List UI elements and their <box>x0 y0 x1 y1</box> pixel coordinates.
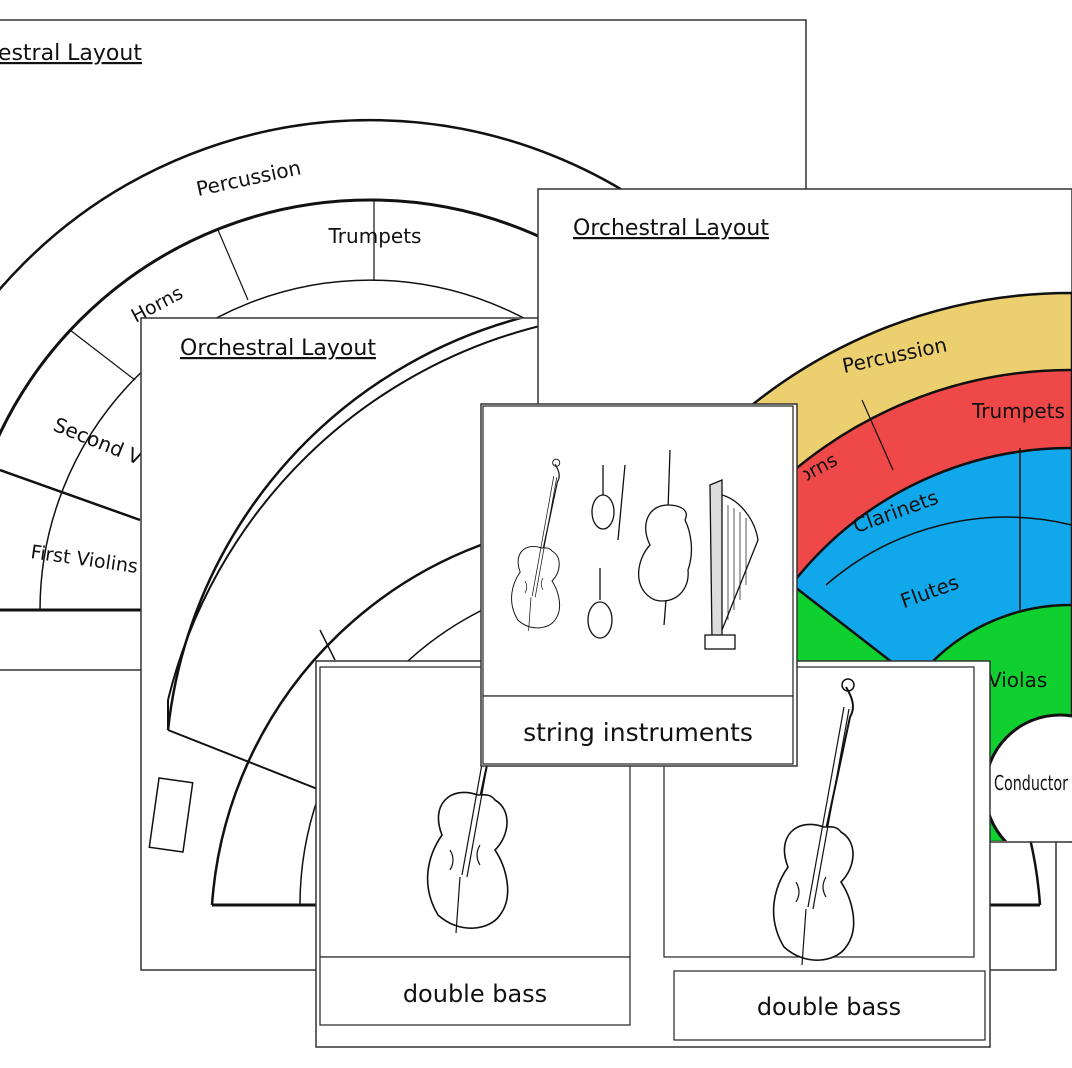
string-instruments-card: string instruments <box>480 403 798 767</box>
card-title: Orchestral Layout <box>180 336 376 361</box>
card-title: Orchestral Layout <box>573 216 769 241</box>
card-title: Orchestral Layout <box>0 41 142 66</box>
trumpets-label: Trumpets <box>328 224 422 248</box>
card-label: double bass <box>403 980 547 1008</box>
card-label: double bass <box>757 993 901 1021</box>
string-instruments-icon <box>510 449 759 650</box>
violas-label: Violas <box>988 668 1047 692</box>
trumpets-label: Trumpets <box>971 399 1065 423</box>
conductor-label: Conductor <box>994 771 1069 795</box>
card-label: string instruments <box>523 718 753 747</box>
